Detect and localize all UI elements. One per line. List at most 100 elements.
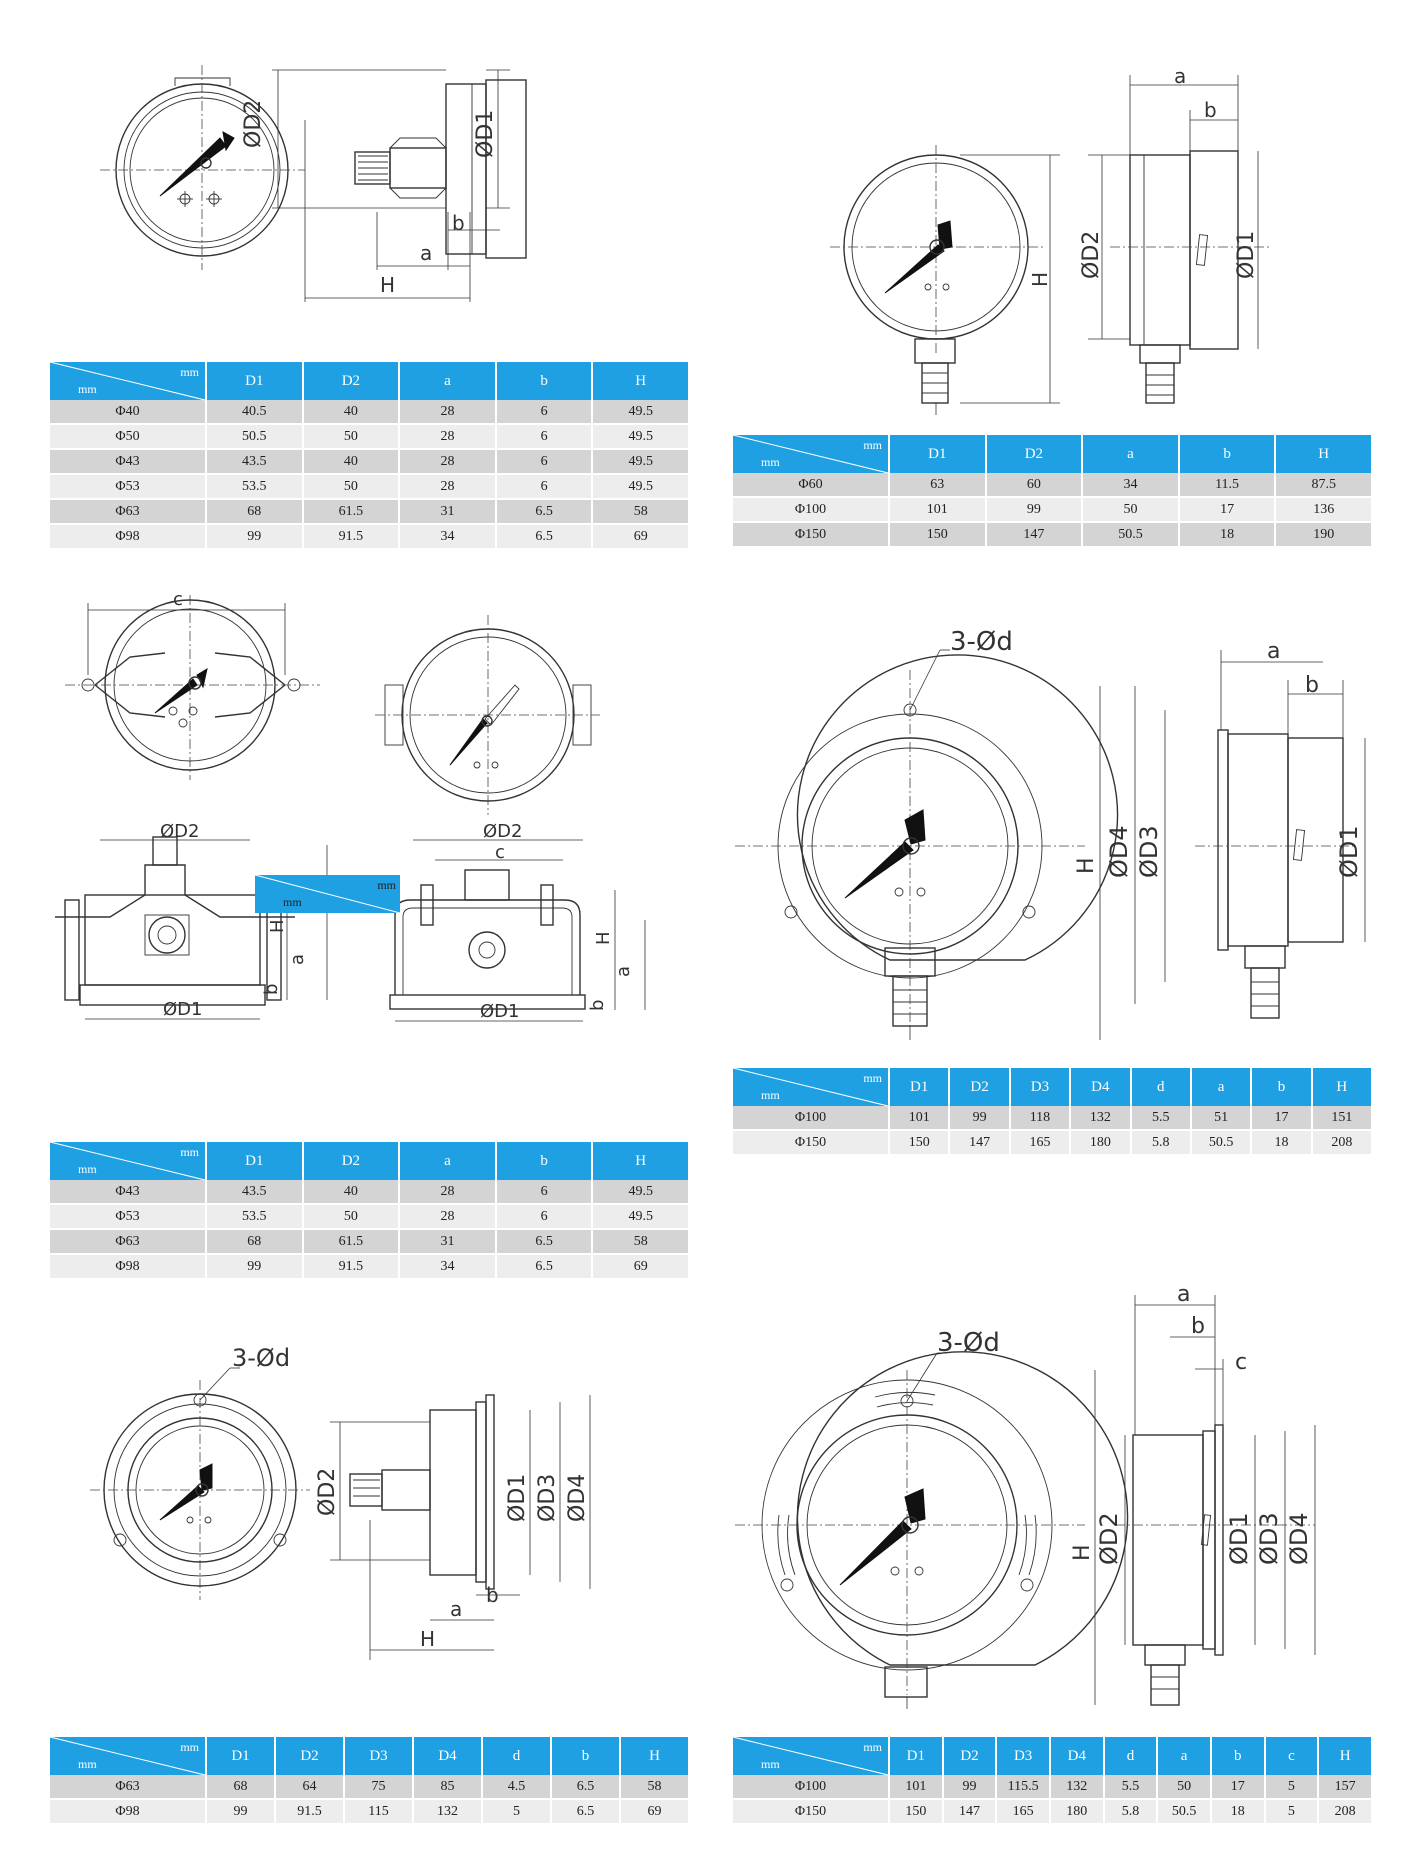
column-header: b xyxy=(495,362,594,400)
label-d2: ØD2 xyxy=(241,100,266,148)
svg-text:ØD3: ØD3 xyxy=(535,1474,560,1522)
svg-text:b: b xyxy=(486,1583,499,1607)
svg-text:H: H xyxy=(267,919,288,933)
column-header: a xyxy=(1190,1068,1253,1106)
svg-text:a: a xyxy=(1267,639,1280,664)
svg-text:ØD2: ØD2 xyxy=(160,821,199,842)
column-header: D1 xyxy=(206,1142,304,1180)
svg-text:ØD1: ØD1 xyxy=(1234,231,1259,279)
column-header: c xyxy=(1264,1737,1320,1775)
column-header: b xyxy=(1210,1737,1266,1775)
svg-text:ØD2: ØD2 xyxy=(483,821,522,842)
column-header: D2 xyxy=(302,1142,401,1180)
svg-text:a: a xyxy=(1174,64,1186,88)
column-header: D3 xyxy=(996,1737,1051,1775)
svg-text:b: b xyxy=(1204,98,1217,122)
column-header: H xyxy=(592,362,690,400)
column-header: D1 xyxy=(889,435,987,473)
column-header: D2 xyxy=(949,1068,1011,1106)
drawing-3: c ØD2 ØD1 H a b ØD2 c xyxy=(55,589,655,1115)
column-header: D1 xyxy=(889,1068,951,1106)
drawing-1: ØD2 ØD1 b a H xyxy=(100,65,620,360)
column-header: D4 xyxy=(1070,1068,1132,1106)
column-header: d xyxy=(482,1737,552,1775)
column-header: a xyxy=(1082,435,1180,473)
column-header: D1 xyxy=(206,362,304,400)
column-header: D3 xyxy=(1009,1068,1072,1106)
svg-text:H: H xyxy=(420,1627,435,1651)
svg-text:b: b xyxy=(1191,1314,1205,1339)
svg-text:ØD3: ØD3 xyxy=(1255,1512,1283,1565)
column-header: a xyxy=(399,362,497,400)
label-d1: ØD1 xyxy=(473,110,498,158)
column-header: b xyxy=(1251,1068,1313,1106)
svg-text:H: H xyxy=(1074,857,1099,874)
svg-text:ØD2: ØD2 xyxy=(1095,1512,1123,1565)
svg-text:b: b xyxy=(1305,673,1319,698)
svg-text:H: H xyxy=(1070,1544,1095,1561)
svg-text:a: a xyxy=(613,966,634,977)
svg-text:ØD4: ØD4 xyxy=(1105,825,1133,878)
svg-text:b: b xyxy=(261,984,282,995)
column-header: D4 xyxy=(1049,1737,1105,1775)
svg-text:c: c xyxy=(495,842,505,863)
column-header: H xyxy=(1275,435,1373,473)
drawing-2: a b H ØD2 ØD1 xyxy=(830,64,1280,420)
column-header: D4 xyxy=(413,1737,483,1775)
column-header: a xyxy=(399,1142,497,1180)
svg-text:a: a xyxy=(450,1597,462,1621)
svg-text:ØD1: ØD1 xyxy=(480,1001,519,1022)
svg-text:a: a xyxy=(287,954,308,965)
svg-text:3-Ød: 3-Ød xyxy=(232,1344,290,1372)
column-header: H xyxy=(1311,1068,1374,1106)
column-header: D1 xyxy=(889,1737,944,1775)
label-b: b xyxy=(452,211,465,235)
column-header: D3 xyxy=(344,1737,414,1775)
svg-text:c: c xyxy=(1235,1350,1247,1375)
svg-text:b: b xyxy=(587,1000,608,1011)
column-header: d xyxy=(1130,1068,1192,1106)
drawing-4: 3-Ød a b H ØD4 ØD3 ØD1 xyxy=(735,627,1375,1060)
label-h: H xyxy=(380,273,395,297)
column-header: H xyxy=(620,1737,690,1775)
column-header: b xyxy=(551,1737,621,1775)
svg-text:ØD3: ØD3 xyxy=(1135,825,1163,878)
drawing-6: 3-Ød a b c H ØD2 ØD1 ØD3 ØD4 xyxy=(735,1275,1375,1709)
column-header: b xyxy=(1178,435,1277,473)
svg-text:3-Ød: 3-Ød xyxy=(937,1328,1000,1358)
svg-text:ØD1: ØD1 xyxy=(1225,1512,1253,1565)
column-header: b xyxy=(495,1142,594,1180)
svg-text:3-Ød: 3-Ød xyxy=(950,627,1013,657)
svg-text:H: H xyxy=(1028,272,1052,287)
svg-text:ØD4: ØD4 xyxy=(1285,1512,1313,1565)
svg-text:ØD1: ØD1 xyxy=(505,1474,530,1522)
